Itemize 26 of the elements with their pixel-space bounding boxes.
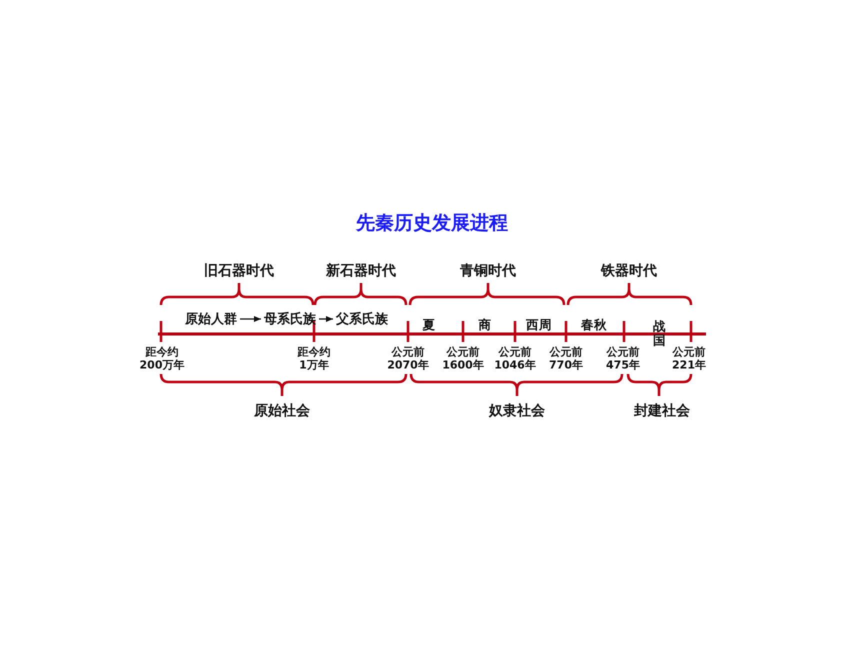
era-label: 青铜时代 bbox=[460, 262, 516, 280]
arrow bbox=[319, 316, 333, 322]
date-label: 距今约1万年 bbox=[296, 346, 332, 372]
era-label: 新石器时代 bbox=[326, 262, 396, 280]
era-label: 铁器时代 bbox=[601, 262, 657, 280]
dynasty-label: 春秋 bbox=[581, 318, 607, 332]
diagram-title: 先秦历史发展进程 bbox=[356, 213, 508, 235]
stage-label: 原始人群 bbox=[185, 310, 237, 328]
date-label: 公元前1046年 bbox=[493, 346, 537, 372]
dynasty-label: 夏 bbox=[422, 318, 436, 332]
society-label: 奴隶社会 bbox=[489, 402, 545, 420]
society-label: 封建社会 bbox=[634, 402, 690, 420]
stage-label: 母系氏族 bbox=[264, 310, 316, 328]
date-label: 公元前221年 bbox=[671, 346, 707, 372]
dynasty-label: 西周 bbox=[526, 318, 552, 332]
date-label: 公元前770年 bbox=[548, 346, 584, 372]
date-label: 公元前2070年 bbox=[386, 346, 430, 372]
date-label: 距今约200万年 bbox=[138, 346, 186, 372]
dynasty-label: 战国 bbox=[652, 319, 666, 347]
era-label: 旧石器时代 bbox=[204, 262, 274, 280]
date-label: 公元前475年 bbox=[605, 346, 641, 372]
date-label: 公元前1600年 bbox=[441, 346, 485, 372]
society-label: 原始社会 bbox=[254, 402, 310, 420]
stage-label: 父系氏族 bbox=[336, 310, 388, 328]
arrow bbox=[240, 316, 261, 322]
dynasty-label: 商 bbox=[478, 318, 492, 332]
